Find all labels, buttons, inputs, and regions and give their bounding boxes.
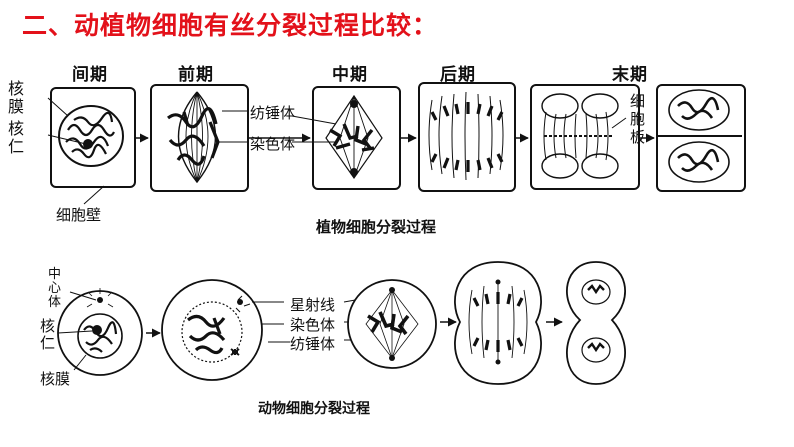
leader-cell-wall xyxy=(83,185,105,205)
label-cell-plate: 细胞板 xyxy=(630,92,646,146)
leader-metaphase-spindle xyxy=(291,115,337,125)
plant-telophase-daughters xyxy=(657,89,742,183)
label-nuclear-membrane: 核膜 xyxy=(8,79,25,116)
leader-animal-nucleolus xyxy=(57,330,93,334)
label-nucleolus: 核仁 xyxy=(8,119,25,156)
plant-caption: 植物细胞分裂过程 xyxy=(316,218,437,236)
animal-anaphase-cell xyxy=(454,261,542,385)
plant-metaphase-content xyxy=(325,94,383,180)
label-animal-chromosome: 染色体 xyxy=(290,316,336,334)
plant-anaphase-content xyxy=(428,91,504,181)
plant-stage-interphase: 间期 xyxy=(72,65,108,85)
page-title: 二、动植物细胞有丝分裂过程比较： xyxy=(22,11,439,40)
leader-animal-centrosome xyxy=(69,291,97,301)
animal-caption: 动物细胞分裂过程 xyxy=(258,401,370,417)
label-animal-centrosome: 中心体 xyxy=(48,267,62,310)
label-animal-nucleolus: 核仁 xyxy=(40,317,56,352)
label-animal-membrane: 核膜 xyxy=(40,370,71,388)
plant-stage-prophase: 前期 xyxy=(178,65,214,85)
label-animal-aster: 星射线 xyxy=(290,296,336,314)
animal-interphase-cell xyxy=(57,288,143,376)
leader-nucleolus xyxy=(47,134,87,145)
animal-metaphase-cell xyxy=(347,279,437,369)
plant-interphase-nucleus xyxy=(58,105,124,167)
plant-stage-telophase: 末期 xyxy=(612,65,648,85)
label-cell-wall: 细胞壁 xyxy=(56,206,102,224)
plant-prophase-content xyxy=(167,91,220,184)
animal-prophase-cell xyxy=(161,279,263,381)
leader-animal-membrane xyxy=(73,354,87,371)
label-spindle: 纺锤体 xyxy=(250,104,296,122)
animal-telophase-cells xyxy=(566,261,626,385)
leader-cell-plate xyxy=(611,117,627,129)
plant-stage-anaphase: 后期 xyxy=(440,65,476,85)
label-animal-spindle: 纺锤体 xyxy=(290,335,336,353)
label-chromosome: 染色体 xyxy=(250,135,296,153)
leader-nuclear-membrane xyxy=(47,97,69,117)
plant-stage-metaphase: 中期 xyxy=(332,65,368,85)
plant-telophase-cellplate xyxy=(541,93,619,179)
